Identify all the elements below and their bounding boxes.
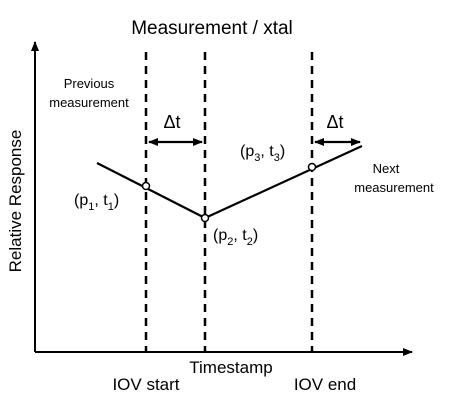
next-measurement-line-2: measurement [354, 180, 434, 195]
diagram-title: Measurement / xtal [131, 18, 293, 39]
x-axis-label: Timestamp [189, 358, 272, 377]
point-label-p2: (p2, t2) [213, 227, 258, 248]
next-measurement-line-1: Next [373, 161, 400, 176]
iov-end-label: IOV end [294, 375, 356, 394]
response-curve [96, 145, 363, 220]
delta-t-label-left: Δt [163, 112, 180, 132]
previous-measurement-line-2: measurement [49, 95, 129, 110]
previous-measurement-line-1: Previous [64, 76, 115, 91]
point-label-p1: (p1, t1) [74, 192, 119, 213]
point-p1-marker [141, 181, 151, 191]
y-axis-label: Relative Response [6, 130, 25, 273]
delta-t-label-right: Δt [326, 112, 343, 132]
point-p2-marker [200, 213, 210, 223]
iov-start-label: IOV start [112, 375, 179, 394]
point-label-p3: (p3, t3) [240, 143, 285, 164]
point-p3-marker [307, 162, 317, 172]
